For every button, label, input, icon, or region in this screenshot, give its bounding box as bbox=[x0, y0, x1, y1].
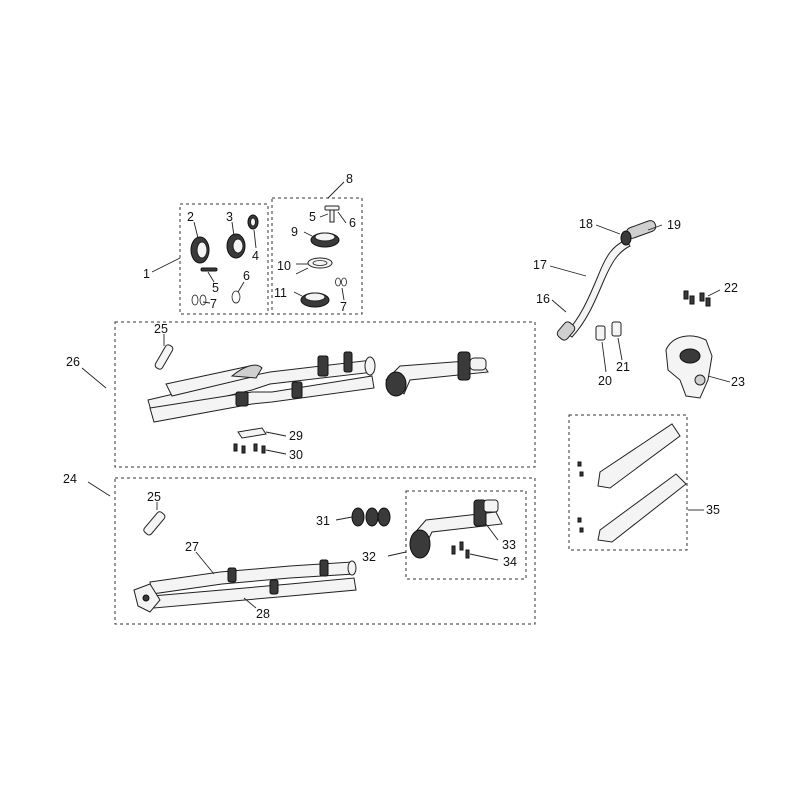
triple-clamp-top bbox=[385, 351, 489, 397]
callout-30: 30 bbox=[289, 448, 303, 462]
group-box-8 bbox=[271, 197, 363, 315]
callout-1: 1 bbox=[143, 267, 150, 281]
group-box-32 bbox=[405, 490, 527, 580]
ring-part-6 bbox=[231, 290, 241, 304]
callout-17: 17 bbox=[533, 258, 547, 272]
screw-set-part-30 bbox=[233, 443, 266, 454]
callout-25-top: 25 bbox=[154, 322, 168, 336]
screw-set-part-34 bbox=[451, 541, 470, 559]
callout-3: 3 bbox=[226, 210, 233, 224]
callout-6-left: 6 bbox=[243, 269, 250, 283]
brake-caliper-mount bbox=[133, 583, 161, 613]
fork-leg-part-27 bbox=[149, 559, 357, 595]
group-box-1 bbox=[179, 203, 269, 315]
callout-21: 21 bbox=[616, 360, 630, 374]
callout-16: 16 bbox=[536, 292, 550, 306]
callout-7-left: 7 bbox=[210, 297, 217, 311]
callout-6-right: 6 bbox=[349, 216, 356, 230]
washer-part-4 bbox=[247, 214, 259, 230]
callout-9: 9 bbox=[291, 225, 298, 239]
callout-34: 34 bbox=[503, 555, 517, 569]
bracket-part-29 bbox=[237, 427, 267, 439]
group-box-26 bbox=[114, 321, 536, 468]
callout-27: 27 bbox=[185, 540, 199, 554]
callout-20: 20 bbox=[598, 374, 612, 388]
callout-18: 18 bbox=[579, 217, 593, 231]
clip-part-7-b bbox=[335, 277, 347, 287]
callout-8: 8 bbox=[346, 172, 353, 186]
callout-19: 19 bbox=[667, 218, 681, 232]
callout-22: 22 bbox=[724, 281, 738, 295]
clamp-part-21 bbox=[611, 321, 622, 337]
bearing-part-11 bbox=[300, 292, 330, 308]
clamp-set-part-31 bbox=[351, 507, 391, 527]
leader-lines bbox=[81, 181, 731, 609]
bearing-seal-part-3 bbox=[226, 233, 246, 259]
callout-24: 24 bbox=[63, 472, 77, 486]
callout-31: 31 bbox=[316, 514, 330, 528]
callout-35: 35 bbox=[706, 503, 720, 517]
callout-4: 4 bbox=[252, 249, 259, 263]
axle-part-25-top bbox=[154, 344, 174, 370]
bearing-part-9 bbox=[310, 232, 340, 248]
triple-clamp-part-33 bbox=[409, 499, 503, 559]
callout-33: 33 bbox=[502, 538, 516, 552]
screw-set-part-22 bbox=[683, 290, 711, 307]
callout-5-right: 5 bbox=[309, 210, 316, 224]
grip-part-16 bbox=[556, 321, 576, 341]
group-box-35 bbox=[568, 414, 688, 551]
fork-leg-right-top bbox=[149, 375, 375, 423]
callout-32: 32 bbox=[362, 550, 376, 564]
callout-10: 10 bbox=[277, 259, 291, 273]
callout-7-right: 7 bbox=[340, 300, 347, 314]
bearing-seal-part-2 bbox=[190, 236, 210, 264]
fork-leg-part-28 bbox=[151, 577, 357, 609]
handlebar-part-17 bbox=[565, 239, 631, 338]
callout-5-left: 5 bbox=[212, 281, 219, 295]
callout-23: 23 bbox=[731, 375, 745, 389]
collar-part-18 bbox=[620, 230, 632, 246]
callout-28: 28 bbox=[256, 607, 270, 621]
callout-26: 26 bbox=[66, 355, 80, 369]
switch-housing-part-23 bbox=[665, 335, 713, 399]
callout-11: 11 bbox=[274, 286, 287, 300]
callout-2: 2 bbox=[187, 210, 194, 224]
axle-part-25-bottom bbox=[143, 511, 166, 536]
callout-25-bottom: 25 bbox=[147, 490, 161, 504]
group-box-24 bbox=[114, 477, 536, 625]
clamp-part-20 bbox=[595, 325, 606, 341]
clip-part-7 bbox=[191, 294, 207, 306]
callout-29: 29 bbox=[289, 429, 303, 443]
race-part-10 bbox=[307, 257, 333, 269]
bolt-part-5 bbox=[324, 205, 340, 223]
fork-guard-part-35 bbox=[577, 423, 687, 543]
pin-part-5 bbox=[200, 267, 218, 272]
